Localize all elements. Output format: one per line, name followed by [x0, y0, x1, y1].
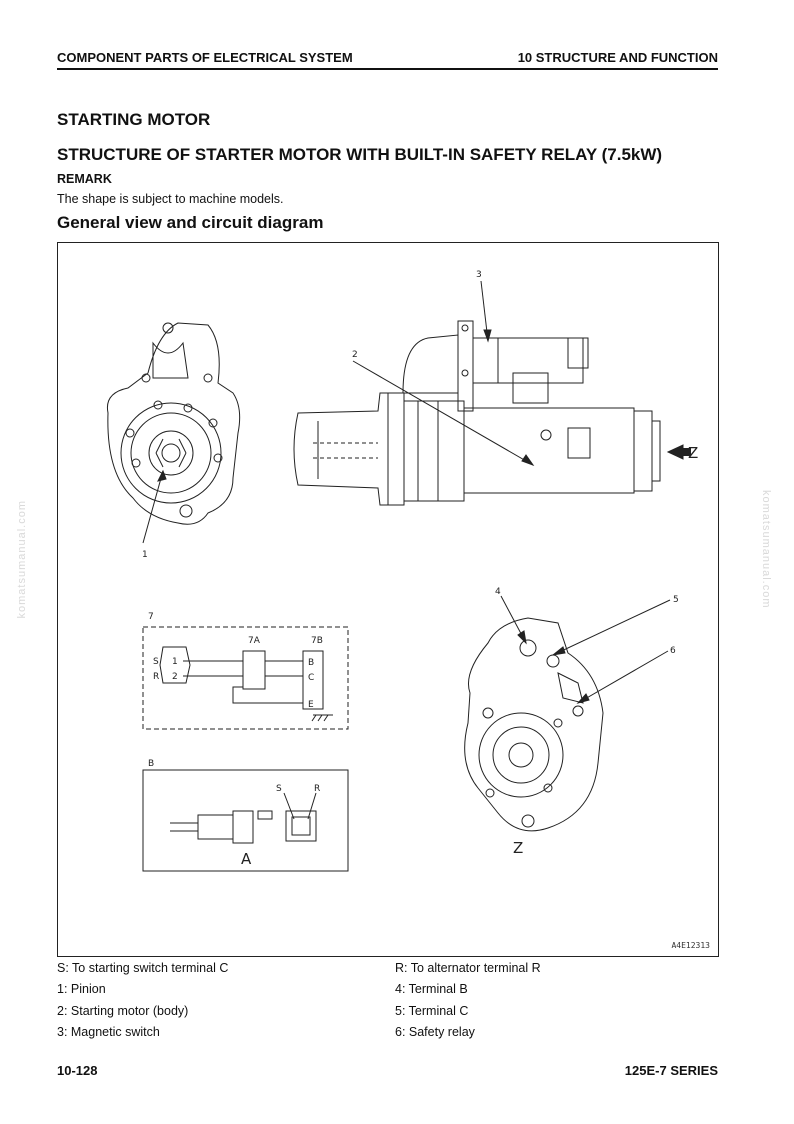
relay-7a	[242, 650, 266, 690]
figure-code: A4E12313	[671, 941, 710, 950]
callout-7a: 7A	[248, 636, 261, 646]
subsection-title: STRUCTURE OF STARTER MOTOR WITH BUILT-IN…	[57, 145, 663, 164]
series-label: 125E-7 SERIES	[624, 1063, 718, 1078]
figure-frame: 1 2 3	[57, 242, 719, 957]
watermark-left: komatsumanual.com	[16, 500, 28, 619]
header-section-title: 10 STRUCTURE AND FUNCTION	[517, 50, 718, 65]
view-label-z-rear: Z	[513, 839, 523, 857]
legend-item: R: To alternator terminal R	[395, 961, 541, 975]
side-view-drawing	[293, 320, 661, 506]
watermark-right: komatsumanual.com	[760, 490, 772, 609]
view-label-z: Z	[688, 444, 698, 462]
callout-6: 6	[670, 646, 676, 656]
terminal-s-label: S	[153, 657, 159, 667]
section-title: STARTING MOTOR	[57, 110, 211, 129]
callout-7: 7	[148, 612, 154, 622]
view-arrow-icon	[666, 444, 684, 460]
terminal-r-label: R	[153, 672, 159, 682]
legend-item: 4: Terminal B	[395, 982, 468, 996]
callout-4: 4	[495, 587, 501, 597]
callout-5: 5	[673, 595, 679, 605]
callout-7b: 7B	[311, 636, 323, 646]
callout-3: 3	[476, 270, 482, 280]
callout-1: 1	[142, 550, 148, 560]
legend-item: 1: Pinion	[57, 982, 106, 996]
legend-item: S: To starting switch terminal C	[57, 961, 229, 975]
relay-7b	[302, 650, 324, 710]
callout-b: B	[148, 759, 154, 769]
legend-item: 2: Starting motor (body)	[57, 1004, 189, 1018]
terminal-b-label: B	[308, 658, 314, 668]
terminal-e-label: E	[308, 700, 314, 710]
connector-detail-frame	[142, 769, 349, 872]
page-number: 10-128	[57, 1063, 98, 1078]
header-chapter-title: COMPONENT PARTS OF ELECTRICAL SYSTEM	[57, 50, 353, 65]
remark-text: The shape is subject to machine models.	[57, 192, 284, 206]
pin-r-label: R	[314, 784, 320, 794]
pin-s-label: S	[276, 784, 282, 794]
pin-1-label: 1	[172, 657, 178, 667]
figure-heading: General view and circuit diagram	[57, 213, 324, 232]
front-view-drawing	[106, 322, 241, 544]
legend-item: 6: Safety relay	[395, 1025, 475, 1039]
legend-item: 5: Terminal C	[395, 1004, 469, 1018]
callout-2: 2	[352, 350, 358, 360]
remark-label: REMARK	[57, 172, 112, 186]
circuit-diagram-frame	[142, 626, 349, 730]
pin-2-label: 2	[172, 672, 178, 682]
starter-motor-drawing: 1 2 3	[106, 270, 698, 872]
header-divider	[57, 68, 718, 70]
terminal-c-label: C	[308, 673, 314, 683]
legend-item: 3: Magnetic switch	[57, 1025, 160, 1039]
view-label-a: A	[241, 850, 252, 868]
rear-view-drawing	[464, 617, 604, 832]
